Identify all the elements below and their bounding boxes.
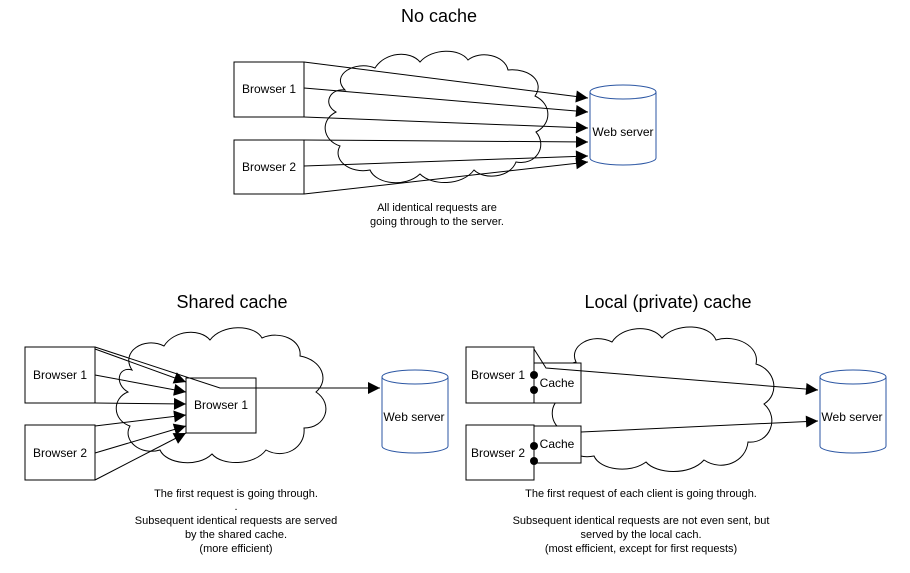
request-arrow: [303, 116, 589, 134]
caption-line: (most efficient, except for first reques…: [545, 543, 737, 555]
request-arrow: [303, 135, 589, 148]
request-arrow: [303, 150, 589, 167]
local-cache-section: Local (private) cache Cache Cache Browse…: [465, 292, 887, 555]
request-arrow: [94, 348, 187, 384]
browser-1-box: [24, 346, 96, 404]
network-cloud-icon: [324, 50, 549, 184]
web-server-database-icon: [819, 369, 887, 454]
request-arrow: [94, 432, 187, 481]
caption-line: Subsequent identical requests are served: [135, 515, 337, 527]
browser-1-label: Browser 1: [33, 368, 87, 382]
browser-1-label: Browser 1: [242, 82, 296, 96]
no-cache-section: No cache Browser 1 Browser 2 Web server …: [233, 6, 657, 228]
caption-line: The first request of each client is goin…: [525, 488, 757, 500]
browser-2-box: [465, 424, 535, 481]
local-cache-title: Local (private) cache: [584, 292, 751, 312]
network-cloud-icon: [551, 326, 775, 472]
caption-line: (more efficient): [199, 543, 272, 555]
connector-dot: [530, 371, 538, 379]
request-arrow: [303, 87, 589, 117]
request-arrow: [94, 397, 187, 410]
web-server-database-icon: [381, 369, 449, 454]
browser-1-label: Browser 1: [471, 368, 525, 382]
web-server-database-icon: [589, 84, 657, 166]
caption-line: served by the local cach.: [580, 529, 701, 541]
caption-line: .: [234, 501, 237, 513]
browser-2-label: Browser 2: [33, 446, 87, 460]
forwarded-request-arrow: [94, 346, 380, 394]
local-cache-label: Cache: [540, 437, 575, 451]
forwarded-request-arrow: [580, 415, 819, 433]
caption-line: All identical requests are: [377, 202, 497, 214]
no-cache-title: No cache: [401, 6, 477, 26]
browser-1-box: [233, 61, 305, 118]
caption-line: Subsequent identical requests are not ev…: [513, 515, 770, 527]
browser-2-label: Browser 2: [471, 446, 525, 460]
local-cache-box: [533, 362, 582, 404]
connector-dot: [530, 442, 538, 450]
request-arrow: [94, 374, 187, 396]
web-server-label: Web server: [821, 410, 882, 424]
shared-cache-proxy-label: Browser 1: [194, 398, 248, 412]
browser-1-box: [465, 346, 535, 404]
request-arrow: [303, 61, 589, 103]
shared-cache-proxy-box: [185, 377, 257, 434]
shared-cache-section: Shared cache Browser 1 Browser 2 Browser…: [24, 292, 449, 555]
request-arrow: [94, 423, 187, 454]
browser-2-label: Browser 2: [242, 160, 296, 174]
caption-line: going through to the server.: [370, 216, 504, 228]
caption-line: by the shared cache.: [185, 529, 287, 541]
web-server-label: Web server: [383, 410, 444, 424]
local-cache-label: Cache: [540, 376, 575, 390]
connector-dot: [530, 457, 538, 465]
request-arrow: [94, 410, 187, 427]
shared-cache-title: Shared cache: [176, 292, 287, 312]
forwarded-request-arrow: [533, 348, 819, 396]
connector-dot: [530, 386, 538, 394]
caption-line: The first request is going through.: [154, 488, 318, 500]
request-arrow: [303, 157, 589, 195]
browser-2-box: [24, 424, 96, 481]
browser-2-box: [233, 139, 305, 195]
web-server-label: Web server: [592, 125, 653, 139]
